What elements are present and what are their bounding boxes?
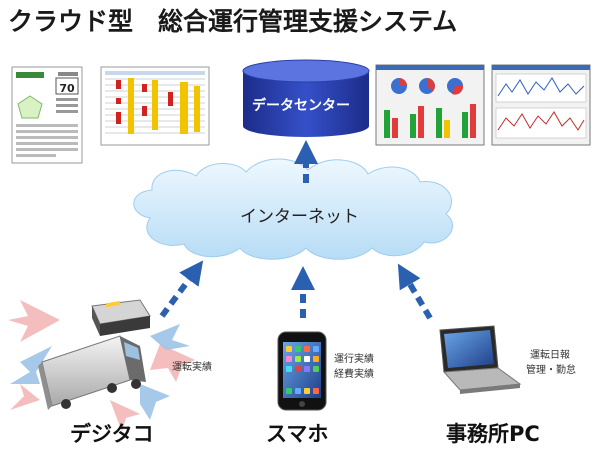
report-thumbnail-2	[100, 66, 210, 146]
dashboard-screenshot-1	[375, 64, 485, 146]
pc-caption-2: 管理・勤怠	[526, 365, 576, 376]
data-center-label: データセンター	[252, 98, 350, 114]
truck	[38, 335, 146, 410]
device-label-smartphone: スマホ	[266, 422, 329, 446]
internet-cloud	[133, 158, 453, 260]
pc-caption-1: 運転日報	[530, 350, 570, 361]
data-center-cylinder	[242, 59, 370, 137]
report-score: 70	[59, 82, 75, 95]
smartphone	[277, 331, 327, 411]
smartphone-caption-1: 運行実績	[334, 354, 374, 365]
device-label-office-pc: 事務所PC	[446, 422, 540, 446]
smartphone-caption-2: 経費実績	[334, 369, 374, 380]
page-title: クラウド型 総合運行管理支援システム	[8, 7, 458, 36]
report-thumbnail-1	[11, 66, 83, 164]
office-laptop	[439, 325, 522, 394]
device-label-digitaco: デジタコ	[70, 422, 154, 446]
digitaco-caption: 運転実績	[172, 362, 212, 373]
truck-direction-arrows	[8, 300, 195, 432]
arrow-pc-to-cloud	[397, 263, 433, 320]
arrow-digitaco-to-cloud	[159, 260, 204, 318]
dashboard-screenshot-2	[491, 64, 591, 146]
internet-label: インターネット	[240, 207, 359, 227]
digital-tachograph-device	[91, 299, 151, 336]
